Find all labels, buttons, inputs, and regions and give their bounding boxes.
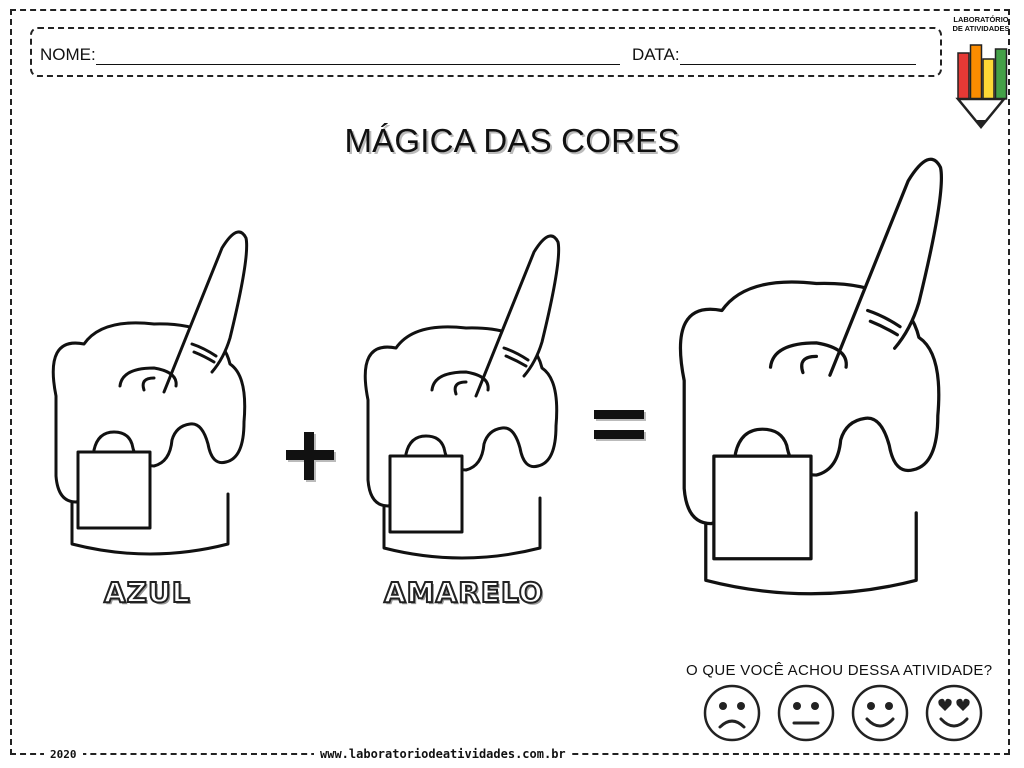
pencil-bar [969, 44, 983, 100]
date-line[interactable] [679, 47, 916, 65]
logo-text-line2: DE ATIVIDADES [952, 24, 1010, 33]
name-line[interactable] [95, 47, 620, 65]
pencil-bar [982, 58, 995, 100]
name-field[interactable]: NOME: [40, 45, 620, 65]
logo-text-line1: LABORATÓRIO [953, 15, 1009, 24]
equals-sign-icon [594, 410, 646, 441]
student-info-box: NOME: DATA: [30, 27, 942, 77]
paint-label-azul: AZUL [103, 575, 191, 610]
date-label: DATA: [632, 45, 680, 64]
footer-url[interactable]: www.laboratoriodeatividades.com.br [314, 747, 572, 761]
feedback-faces [702, 683, 992, 745]
pencil-bar [994, 48, 1008, 100]
sad-face-icon[interactable] [702, 683, 762, 743]
paint-pot-result-icon [678, 157, 944, 596]
footer-year: 2020 [44, 748, 83, 761]
paint-pot-2-icon [363, 234, 561, 560]
paint-label-amarelo: AMARELO [383, 575, 544, 610]
feedback-question: O QUE VOCÊ ACHOU DESSA ATIVIDADE? [686, 662, 993, 679]
date-field[interactable]: DATA: [632, 45, 916, 65]
neutral-face-icon[interactable] [776, 683, 836, 743]
love-face-icon[interactable] [924, 683, 984, 743]
plus-sign-icon [286, 432, 336, 482]
happy-face-icon[interactable] [850, 683, 910, 743]
page-title: MÁGICA DAS CORES [344, 122, 680, 159]
paint-pot-1-icon [51, 230, 249, 556]
site-logo: LABORATÓRIO DE ATIVIDADES [946, 15, 1016, 133]
name-label: NOME: [40, 45, 96, 64]
pencil-bar [957, 52, 970, 100]
pencil-logo-icon [955, 44, 1008, 129]
